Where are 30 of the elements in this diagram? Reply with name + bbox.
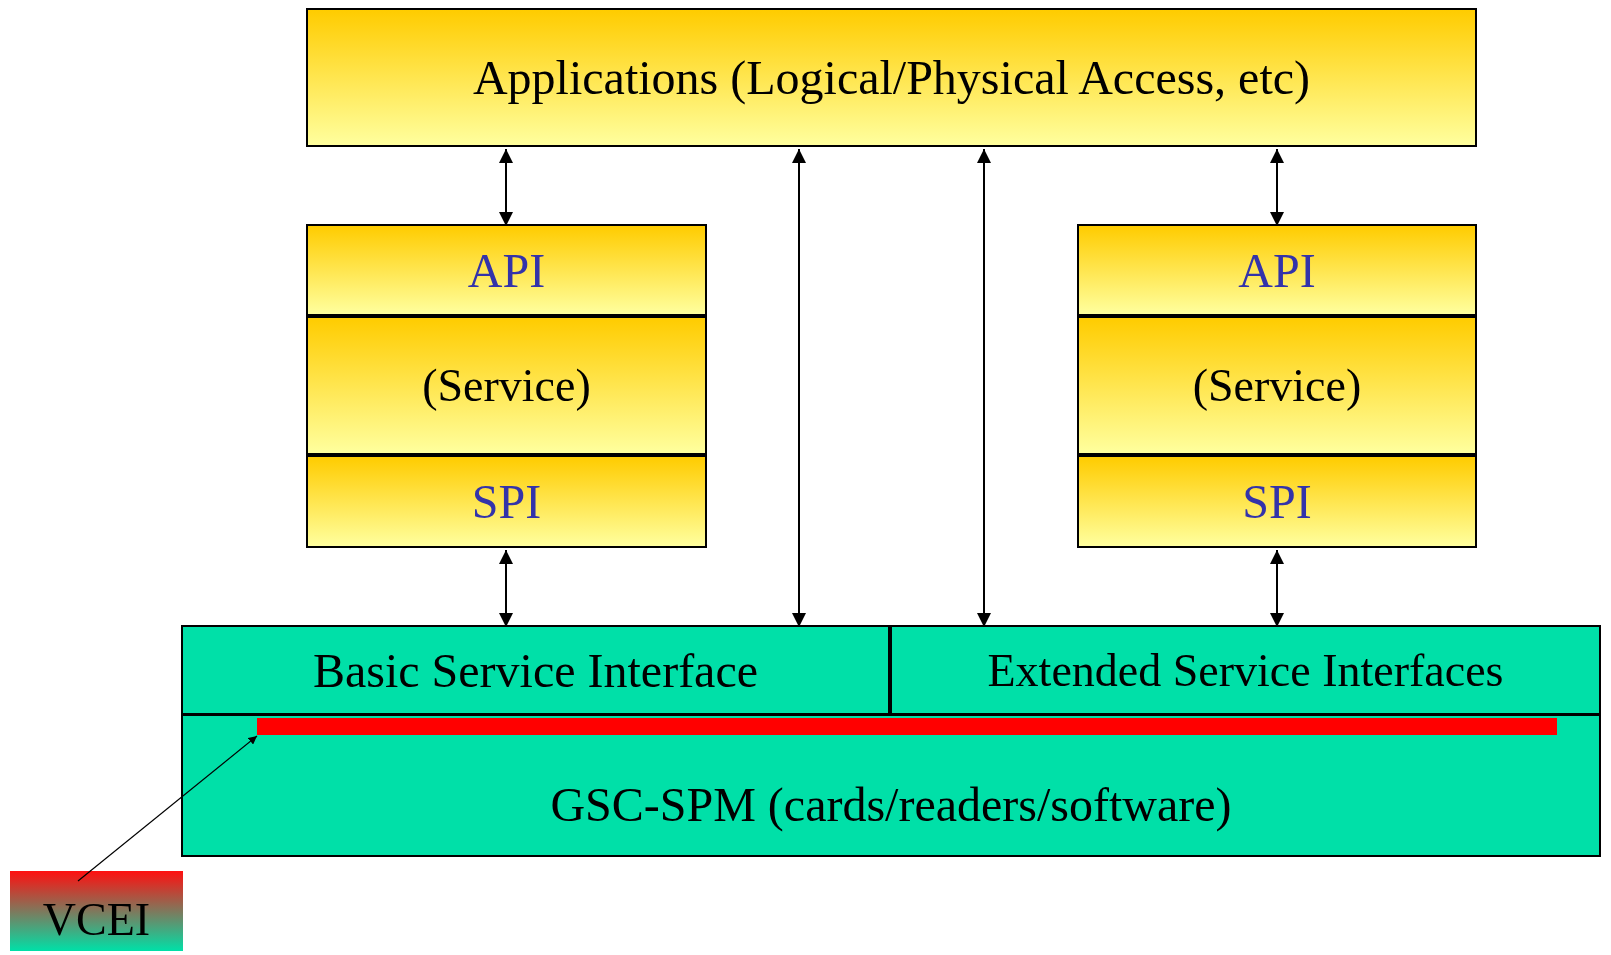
layer-label: SPI [471, 474, 542, 529]
layer-box [306, 8, 1477, 147]
tag-label: VCEI [42, 892, 151, 946]
layer-label: API [1238, 242, 1316, 298]
arrow [77, 735, 258, 882]
layer-box [1077, 316, 1477, 455]
arrow [499, 549, 513, 628]
arrow [499, 148, 513, 227]
interface-box [890, 625, 1601, 715]
layer-label: SPI [1242, 474, 1312, 529]
layer-label: (Service) [422, 359, 591, 412]
layer-label: GSC-SPM (cards/readers/software) [550, 777, 1232, 832]
arrow [1270, 148, 1284, 227]
arrow [977, 148, 991, 628]
arrow [792, 148, 806, 628]
interface-label: Basic Service Interface [312, 642, 759, 698]
layer-box [1077, 224, 1477, 316]
interface-label: Extended Service Interfaces [987, 643, 1504, 697]
arrow [1270, 549, 1284, 628]
layer-box [306, 316, 707, 455]
highlight-bar [257, 718, 1557, 735]
layer-box [306, 224, 707, 316]
tag-box [10, 871, 183, 951]
layer-box [306, 455, 707, 548]
layer-label: (Service) [1192, 359, 1362, 412]
layer-box [1077, 455, 1477, 548]
layer-box [181, 715, 1601, 857]
layer-label: API [467, 242, 546, 298]
layer-label: Applications (Logical/Physical Access, etc) [472, 50, 1311, 105]
interface-box [181, 625, 890, 715]
